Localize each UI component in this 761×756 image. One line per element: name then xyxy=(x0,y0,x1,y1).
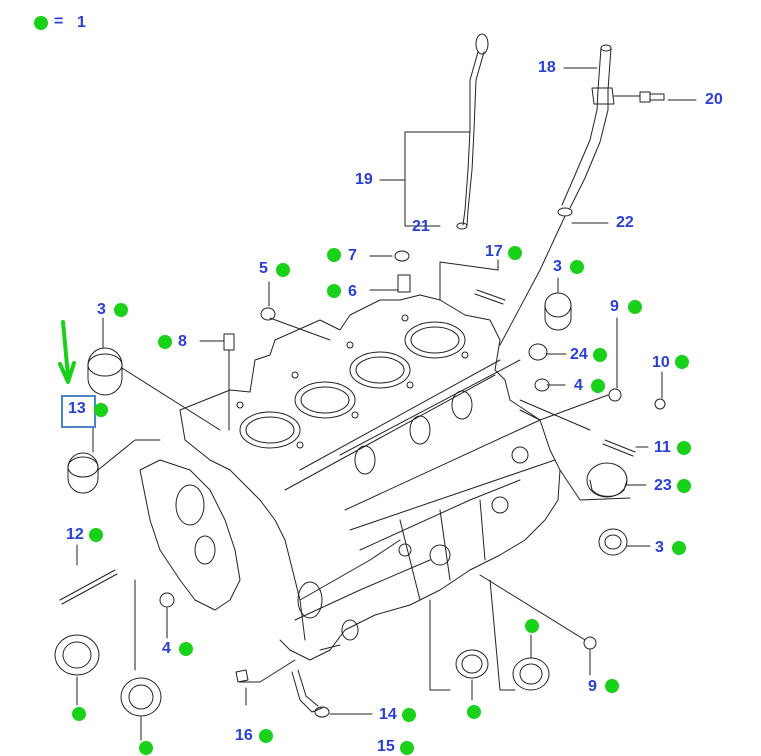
marker-3-left-top xyxy=(114,303,128,317)
callout-16[interactable]: 16 xyxy=(235,727,253,744)
marker-3-right-bottom xyxy=(672,541,686,555)
marker-24 xyxy=(593,348,607,362)
marker-9-right xyxy=(628,300,642,314)
callout-9-bottom[interactable]: 9 xyxy=(588,678,597,695)
plugs xyxy=(67,250,666,683)
marker-8 xyxy=(158,335,172,349)
marker-seal-left-bottom xyxy=(139,741,153,755)
callout-17[interactable]: 17 xyxy=(485,243,503,260)
callout-21[interactable]: 21 xyxy=(412,218,430,235)
marker-4-right xyxy=(591,379,605,393)
leader-lines xyxy=(76,67,697,741)
callout-24[interactable]: 24 xyxy=(570,346,588,363)
callout-12[interactable]: 12 xyxy=(66,526,84,543)
marker-seal-left xyxy=(72,707,86,721)
callout-14[interactable]: 14 xyxy=(379,706,397,723)
callout-22[interactable]: 22 xyxy=(616,214,634,231)
callout-13[interactable]: 13 xyxy=(68,400,86,417)
legend-equals: = xyxy=(54,13,64,30)
callout-3-right-bottom[interactable]: 3 xyxy=(655,539,664,556)
callout-10[interactable]: 10 xyxy=(652,354,670,371)
marker-9-bottom-top xyxy=(525,619,539,633)
callout-4-right[interactable]: 4 xyxy=(574,377,583,394)
callout-20[interactable]: 20 xyxy=(705,91,723,108)
callout-18[interactable]: 18 xyxy=(538,59,556,76)
callout-11[interactable]: 11 xyxy=(654,439,671,456)
callout-9-right[interactable]: 9 xyxy=(610,298,619,315)
cylinder-block xyxy=(139,294,561,661)
legend-marker-icon xyxy=(34,16,48,30)
callout-7[interactable]: 7 xyxy=(348,247,357,264)
callout-5[interactable]: 5 xyxy=(259,260,268,277)
callout-23[interactable]: 23 xyxy=(654,477,672,494)
callout-15[interactable]: 15 xyxy=(377,738,395,755)
callout-4-left[interactable]: 4 xyxy=(162,640,171,657)
dipstick-guide-tube xyxy=(499,44,665,346)
callout-19[interactable]: 19 xyxy=(355,171,373,188)
marker-4-left xyxy=(179,642,193,656)
marker-9-bottom xyxy=(605,679,619,693)
studs xyxy=(59,289,636,605)
marker-7 xyxy=(327,248,341,262)
marker-5 xyxy=(276,263,290,277)
callout-6[interactable]: 6 xyxy=(348,283,357,300)
marker-23 xyxy=(677,479,691,493)
callout-3-left-top[interactable]: 3 xyxy=(97,301,106,318)
marker-13 xyxy=(94,403,108,417)
marker-17 xyxy=(508,246,522,260)
marker-10 xyxy=(675,355,689,369)
marker-15 xyxy=(400,741,414,755)
marker-12 xyxy=(89,528,103,542)
marker-11 xyxy=(677,441,691,455)
callout-3-right-top[interactable]: 3 xyxy=(553,258,562,275)
dipstick xyxy=(456,33,489,230)
marker-seal-center xyxy=(467,705,481,719)
marker-6 xyxy=(327,284,341,298)
marker-16 xyxy=(259,729,273,743)
legend-value: 1 xyxy=(77,14,86,31)
callout-8[interactable]: 8 xyxy=(178,333,187,350)
green-arrow-icon xyxy=(58,320,76,384)
marker-3-right-top xyxy=(570,260,584,274)
marker-14 xyxy=(402,708,416,722)
